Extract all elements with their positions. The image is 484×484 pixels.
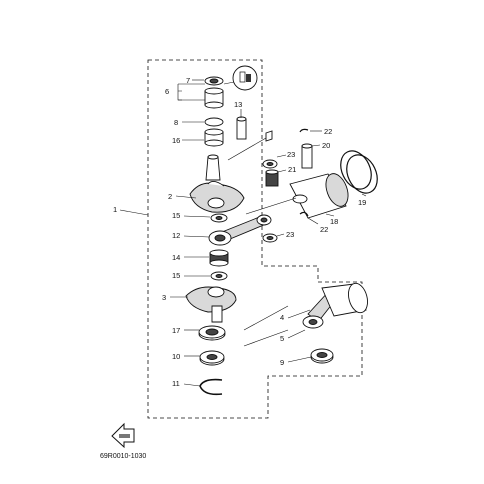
callout-7: 7 <box>186 76 190 85</box>
callout-23-upper: 23 <box>287 150 295 159</box>
callout-11: 11 <box>172 379 180 388</box>
callout-5: 5 <box>280 334 284 343</box>
oil-seal-part <box>204 76 224 86</box>
circlip-part <box>199 378 223 396</box>
clip-part <box>299 211 309 217</box>
piston-rod-assembly-part <box>302 282 368 329</box>
bushing-part <box>204 128 224 147</box>
upper-crankshaft-part <box>189 154 245 213</box>
callout-15-lower: 15 <box>172 271 180 280</box>
callout-6: 6 <box>165 87 169 96</box>
callout-1: 1 <box>113 205 117 214</box>
callout-18: 18 <box>330 217 338 226</box>
lower-crankshaft-part <box>185 286 237 323</box>
circled-detail-icon <box>232 65 258 91</box>
bearing-part <box>310 348 334 364</box>
bearing-part <box>198 325 226 341</box>
piston-pin-part <box>301 143 313 169</box>
callout-20: 20 <box>322 141 330 150</box>
small-end-bearing-part <box>265 169 279 187</box>
washer-part <box>262 233 278 243</box>
callout-19: 19 <box>358 198 366 207</box>
needle-bearing-part <box>209 249 229 267</box>
callout-16: 16 <box>172 136 180 145</box>
connecting-rod-part <box>208 214 272 246</box>
washer-part <box>210 271 228 281</box>
callout-21: 21 <box>288 165 296 174</box>
o-ring-part <box>204 117 224 127</box>
callout-3: 3 <box>162 293 166 302</box>
clip-part <box>299 128 309 133</box>
callout-8: 8 <box>174 118 178 127</box>
callout-15-upper: 15 <box>172 211 180 220</box>
piston-part <box>289 173 349 219</box>
assembly-boundary <box>147 59 363 419</box>
callout-2: 2 <box>168 192 172 201</box>
oil-seal-part <box>199 350 225 366</box>
washer-part <box>210 213 228 223</box>
piston-rings-part <box>340 150 378 194</box>
callout-13: 13 <box>234 100 242 109</box>
callout-23-lower: 23 <box>286 230 294 239</box>
callout-4: 4 <box>280 313 284 322</box>
washer-part <box>262 159 278 169</box>
pin-part <box>236 116 247 140</box>
callout-14: 14 <box>172 253 180 262</box>
callout-22-lower: 22 <box>320 225 328 234</box>
front-direction-arrow-icon <box>111 422 135 449</box>
callout-17: 17 <box>172 326 180 335</box>
callout-22-top: 22 <box>324 127 332 136</box>
bearing-part <box>204 87 224 109</box>
callout-10: 10 <box>172 352 180 361</box>
callout-12: 12 <box>172 231 180 240</box>
diagram-code: 69R0010-1030 <box>100 453 146 460</box>
callout-9: 9 <box>280 358 284 367</box>
